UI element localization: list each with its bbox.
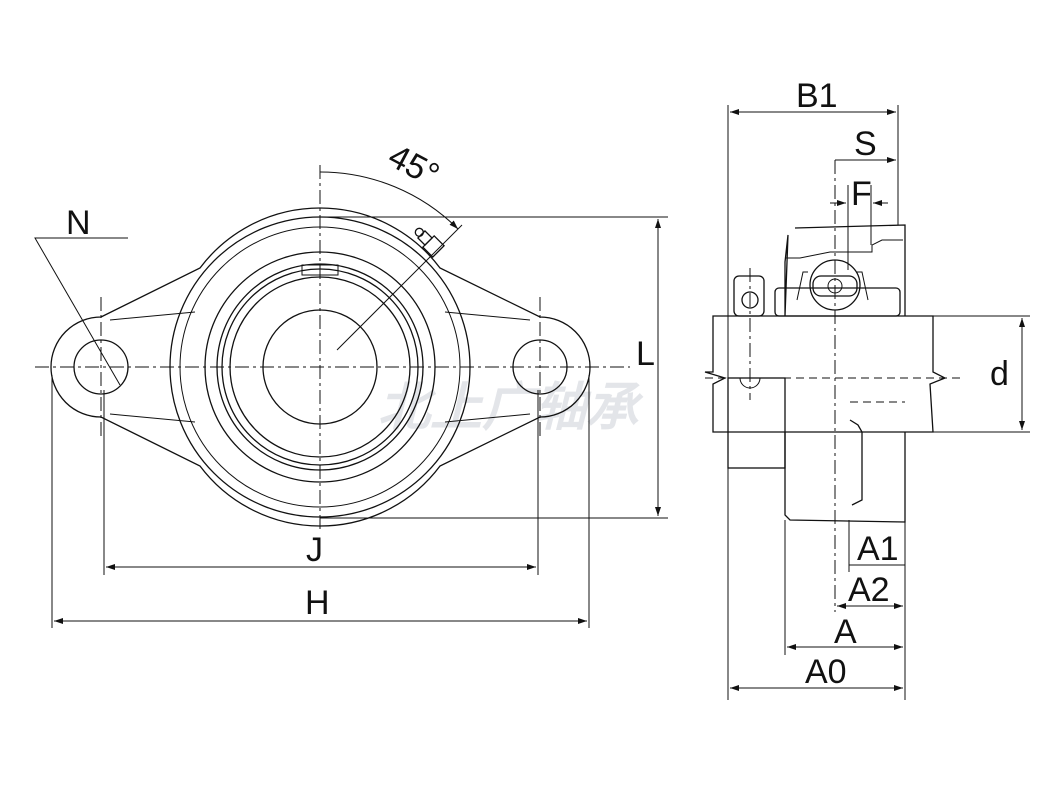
label-A1: A1 [857,530,899,568]
label-S: S [854,125,877,163]
locking-collar [733,275,765,317]
label-F: F [851,175,872,213]
label-d: d [990,355,1009,393]
grease-nipple-icon [414,227,445,258]
label-A2: A2 [848,571,890,609]
watermark: 北上广轴承 [378,378,644,438]
label-A0: A0 [805,653,847,691]
label-B1: B1 [796,77,838,115]
housing-side [784,224,906,523]
label-H: H [305,584,330,622]
label-A: A [834,613,857,651]
side-view: B1 S F d A1 A2 A A0 [704,77,1030,700]
label-J: J [306,531,323,569]
label-N: N [66,204,91,242]
shaft [704,315,947,433]
label-L: L [636,335,655,373]
